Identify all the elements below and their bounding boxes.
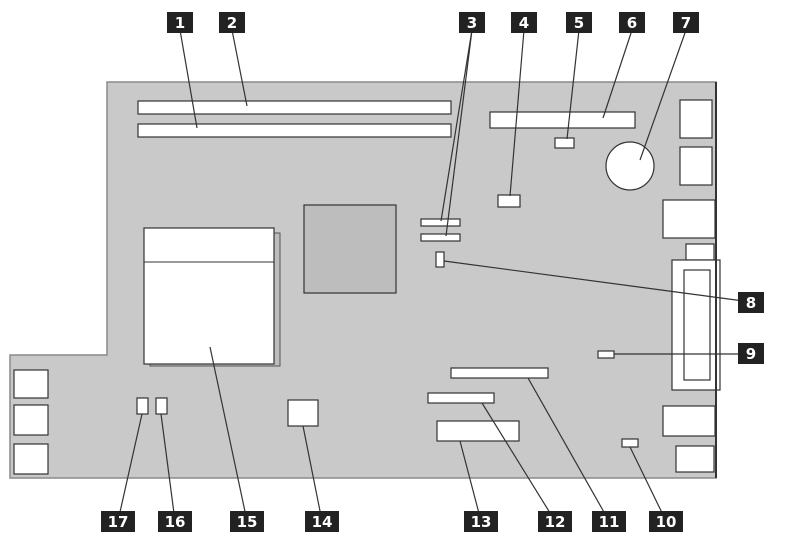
connector-13 xyxy=(436,420,520,442)
callout-label-16: 16 xyxy=(165,513,186,531)
connector-6 xyxy=(489,111,636,129)
callout-label-3: 3 xyxy=(467,14,477,32)
callout-label-17: 17 xyxy=(108,513,129,531)
callout-label-6: 6 xyxy=(627,14,637,32)
callout-label-13: 13 xyxy=(471,513,492,531)
connector-11 xyxy=(450,367,549,379)
leader-lines xyxy=(117,29,752,522)
callout-label-7: 7 xyxy=(681,14,691,32)
connector-16 xyxy=(155,397,168,415)
callout-9: 9 xyxy=(738,343,764,364)
callout-label-14: 14 xyxy=(312,513,333,531)
microprocessor xyxy=(143,227,275,365)
callout-13: 13 xyxy=(464,511,498,532)
callout-16: 16 xyxy=(158,511,192,532)
callout-14: 14 xyxy=(305,511,339,532)
rear-io-connectors xyxy=(662,99,721,473)
callout-label-1: 1 xyxy=(175,14,185,32)
connector-14 xyxy=(287,399,319,427)
connector-4 xyxy=(497,194,521,208)
callout-label-11: 11 xyxy=(599,513,620,531)
callout-1: 1 xyxy=(167,12,193,33)
callout-label-15: 15 xyxy=(237,513,258,531)
callout-17: 17 xyxy=(101,511,135,532)
connector-10 xyxy=(621,438,639,448)
front-connectors xyxy=(13,369,49,475)
callout-label-12: 12 xyxy=(545,513,566,531)
connector-12 xyxy=(427,392,495,404)
callout-5: 5 xyxy=(566,12,592,33)
memory-slot-2 xyxy=(137,100,452,115)
jumper-8 xyxy=(435,251,445,268)
callout-label-8: 8 xyxy=(746,294,756,312)
callout-label-9: 9 xyxy=(746,345,756,363)
callout-2: 2 xyxy=(219,12,245,33)
battery xyxy=(605,141,655,191)
callout-8: 8 xyxy=(738,292,764,313)
connector-5 xyxy=(554,137,575,149)
callout-12: 12 xyxy=(538,511,572,532)
callout-6: 6 xyxy=(619,12,645,33)
connector-17 xyxy=(136,397,149,415)
callout-label-2: 2 xyxy=(227,14,237,32)
callout-10: 10 xyxy=(649,511,683,532)
chipset xyxy=(303,204,397,294)
callout-3: 3 xyxy=(459,12,485,33)
callout-label-5: 5 xyxy=(574,14,584,32)
jumper-3b xyxy=(420,233,461,242)
callout-label-4: 4 xyxy=(519,14,529,32)
callout-11: 11 xyxy=(592,511,626,532)
callout-4: 4 xyxy=(511,12,537,33)
callout-15: 15 xyxy=(230,511,264,532)
callout-7: 7 xyxy=(673,12,699,33)
memory-slot-1 xyxy=(137,123,452,138)
jumper-3a xyxy=(420,218,461,227)
connector-9 xyxy=(597,350,615,359)
callout-label-10: 10 xyxy=(656,513,677,531)
